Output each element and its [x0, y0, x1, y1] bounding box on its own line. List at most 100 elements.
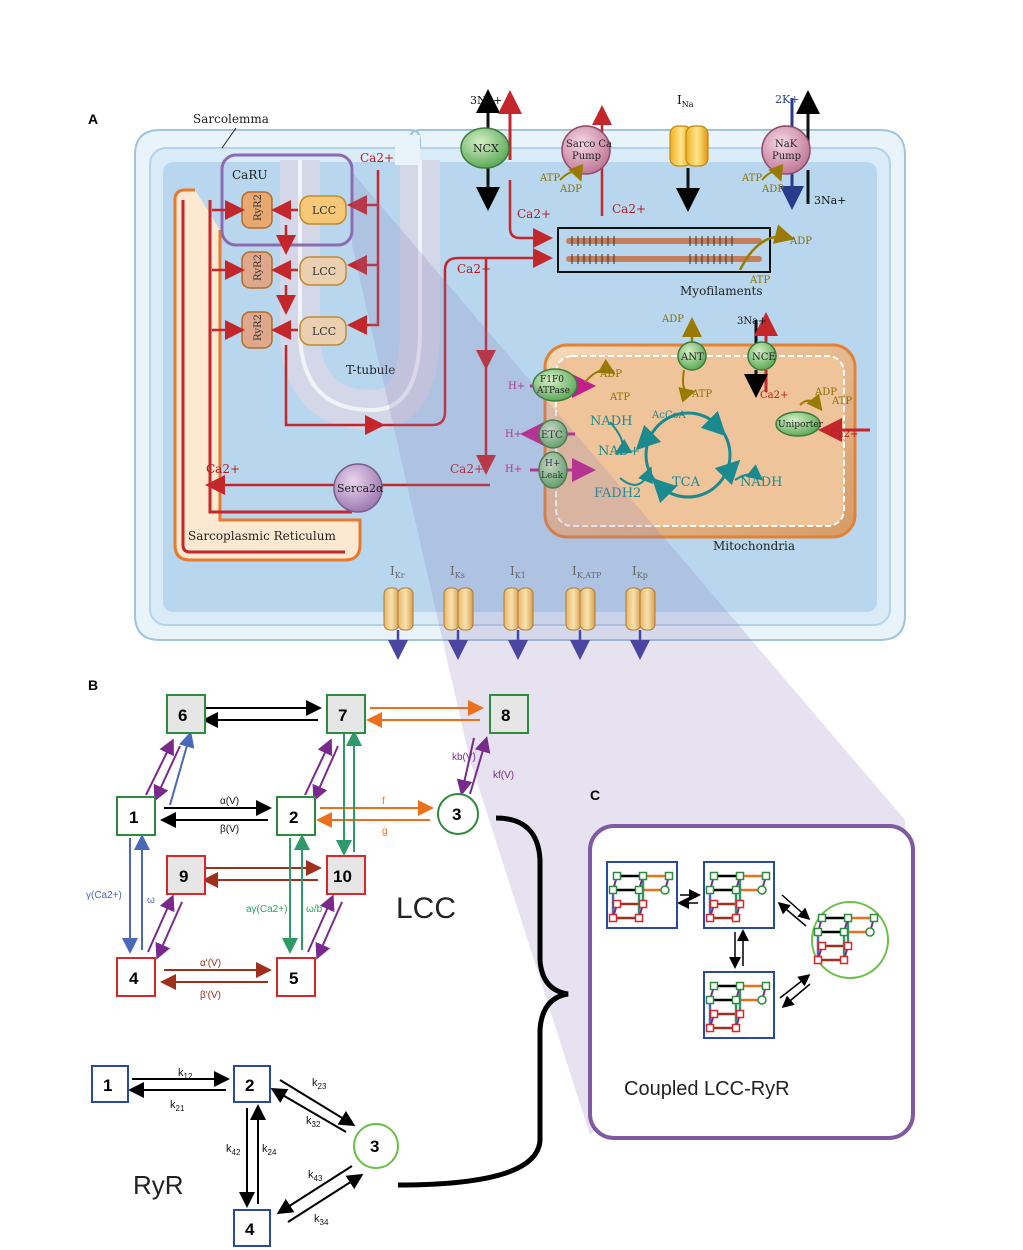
caru-ca-flux — [212, 170, 385, 435]
panel-c-label: C — [590, 787, 600, 803]
ryr-state-3: 3 — [353, 1123, 399, 1169]
svg-text:10: 10 — [333, 867, 352, 886]
svg-text:2: 2 — [289, 808, 298, 827]
myo-atp: ATP — [749, 275, 770, 286]
lcc-state-4: 4 — [116, 957, 156, 997]
lcc-state-9: 9 — [166, 855, 206, 895]
accoa-label: AcCoA — [651, 410, 686, 421]
svg-text:Pump: Pump — [572, 151, 601, 162]
ca-label-cytosol: Ca2+ — [457, 262, 491, 276]
lcc-label: LCC — [312, 204, 336, 217]
ina-channel — [669, 125, 709, 212]
coupled-state-2 — [703, 861, 775, 929]
ryr-transitions — [128, 1071, 364, 1223]
svg-text:Pump: Pump — [772, 151, 801, 162]
etc-h-label: H+ — [505, 429, 522, 440]
ttubule-label: T-tubule — [346, 363, 395, 377]
uniporter: Uniporter — [775, 393, 870, 442]
lcc-unit-2: LCC — [299, 256, 347, 286]
rate-omega: ω — [147, 895, 155, 906]
lcc-state-6: 6 — [166, 694, 206, 734]
ryr-rate-k21: k21 — [170, 1099, 185, 1113]
ryr-rate-k43: k43 — [308, 1169, 323, 1183]
k-current-2: IKs — [443, 564, 474, 660]
coupled-label: Coupled LCC-RyR — [624, 1078, 790, 1100]
nak-adp: ADP — [761, 184, 784, 195]
uni-atp: ATP — [831, 396, 852, 407]
rate-kb: kb(V) — [452, 752, 476, 763]
lcc-unit-1: LCC — [299, 195, 347, 225]
ina-label: INa — [677, 93, 694, 109]
ryr-state-4: 4 — [233, 1209, 271, 1247]
nadh-label-2: NADH — [740, 475, 783, 490]
ca-label-pump: Ca2+ — [612, 202, 646, 216]
svg-text:1: 1 — [129, 808, 138, 827]
k-current-5: IKp — [625, 564, 656, 660]
ant-transporter: ANT — [677, 317, 707, 403]
lcc-transitions — [122, 700, 491, 990]
rate-f: f — [382, 796, 385, 807]
lcc-state-1: 1 — [116, 796, 156, 836]
svg-text:7: 7 — [338, 706, 347, 725]
uni-adp: ADP — [814, 387, 837, 398]
ryr-rate-k23: k23 — [312, 1077, 327, 1091]
sarco-ca-pump: Sarco Ca Pump — [559, 125, 612, 182]
nce-ca-label: Ca2+ — [760, 390, 788, 401]
myofilaments — [557, 224, 795, 273]
lcc-state-7: 7 — [326, 694, 366, 734]
rate-alpha: α(V) — [220, 796, 239, 807]
f1f0-atp: ATP — [609, 392, 630, 403]
svg-text:Sarco Ca: Sarco Ca — [566, 139, 612, 150]
rate-beta: β(V) — [220, 824, 239, 835]
nak-na-label: 3Na+ — [814, 194, 846, 207]
tca-cycle — [609, 410, 764, 504]
sarcolemma-label: Sarcolemma — [193, 112, 269, 126]
ant-label: ANT — [680, 352, 704, 363]
uniporter-label: Uniporter — [778, 420, 824, 430]
rate-gamma: γ(Ca2+) — [86, 890, 122, 901]
ant-adp: ADP — [661, 314, 684, 325]
sr-compartment — [173, 188, 362, 562]
svg-text:5: 5 — [289, 969, 298, 988]
svg-text:3: 3 — [452, 805, 461, 824]
lcc-state-5: 5 — [276, 957, 316, 997]
f1f0-h-label: H+ — [508, 381, 525, 392]
sarcolemma-pointer — [221, 127, 237, 149]
rate-g: g — [382, 826, 388, 837]
ryr2-unit-1: RyR2 — [241, 191, 273, 229]
ryr-state-1: 1 — [91, 1065, 129, 1103]
ca-label-ncx: Ca2+ — [517, 207, 551, 221]
svg-text:LCC: LCC — [312, 325, 336, 338]
fadh2-label: FADH2 — [594, 486, 641, 501]
ryr-model-label: RyR — [133, 1170, 184, 1200]
svg-text:H+: H+ — [545, 459, 560, 469]
rate-alpha-prime: α'(V) — [200, 958, 221, 969]
svg-text:LCC: LCC — [312, 265, 336, 278]
f1f0-adp: ADP — [599, 369, 622, 380]
etc-label: ETC — [541, 430, 563, 441]
f1f0-atpase: F1F0 ATPase — [530, 359, 616, 402]
nak-atp: ATP — [741, 173, 762, 184]
ca-label-serca-left: Ca2+ — [206, 462, 240, 476]
svg-text:4: 4 — [129, 969, 139, 988]
ryr2-label: RyR2 — [253, 194, 264, 221]
coupled-state-3 — [703, 971, 775, 1039]
svg-text:Leak: Leak — [541, 471, 564, 481]
coupled-states — [606, 861, 889, 1039]
k-current-3: IK1 — [503, 564, 534, 660]
lcc-state-10: 10 — [326, 855, 366, 895]
pump-atp: ATP — [539, 173, 560, 184]
ryr-rate-k32: k32 — [306, 1115, 321, 1129]
myofilaments-label: Myofilaments — [680, 284, 762, 298]
nce-label: NCE — [752, 352, 776, 363]
rate-omega-b: ω/b — [306, 904, 323, 915]
mito-label: Mitochondria — [713, 539, 795, 553]
ca-label-serca-right: Ca2+ — [450, 462, 484, 476]
k-current-label: IKr — [390, 564, 405, 580]
rate-beta-prime: β'(V) — [200, 990, 221, 1001]
nadh-label-1: NADH — [590, 414, 633, 429]
caru-label: CaRU — [232, 168, 267, 182]
svg-text:RyR2: RyR2 — [253, 254, 264, 281]
svg-text:RyR2: RyR2 — [253, 314, 264, 341]
